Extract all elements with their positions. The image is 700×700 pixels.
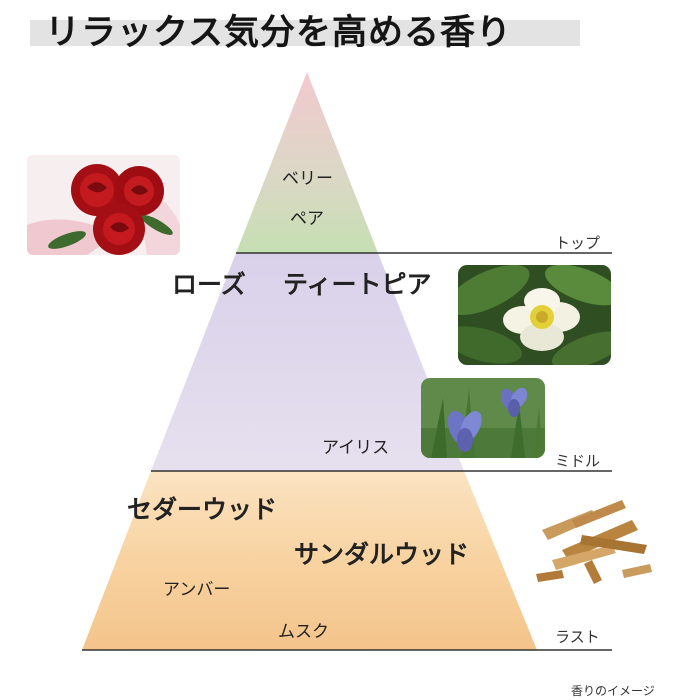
note-amber: アンバー	[163, 580, 231, 600]
note-berry: ベリー	[282, 169, 333, 189]
note-tea-topia: ティートピア	[283, 270, 432, 299]
tea-flower-photo	[458, 265, 611, 365]
note-cedarwood: セダーウッド	[127, 495, 278, 524]
note-pear: ペア	[290, 209, 324, 229]
pyramid-middle-tier	[151, 253, 464, 471]
tier-label-middle: ミドル	[555, 452, 601, 470]
sandalwood-chips-photo	[522, 490, 662, 595]
pyramid-last-tier	[82, 471, 537, 650]
pyramid-top-tier	[236, 72, 378, 253]
image-caption: 香りのイメージ	[571, 684, 655, 698]
note-iris: アイリス	[322, 438, 390, 458]
tier-label-top: トップ	[555, 234, 601, 252]
title-band	[30, 20, 580, 46]
tier-label-last: ラスト	[555, 628, 600, 646]
note-rose: ローズ	[172, 270, 246, 299]
note-sandalwood: サンダルウッド	[294, 540, 470, 569]
note-musk: ムスク	[278, 622, 329, 642]
page-title: リラックス気分を高める香り	[45, 13, 512, 53]
iris-photo	[421, 378, 545, 458]
rose-photo	[27, 155, 180, 255]
